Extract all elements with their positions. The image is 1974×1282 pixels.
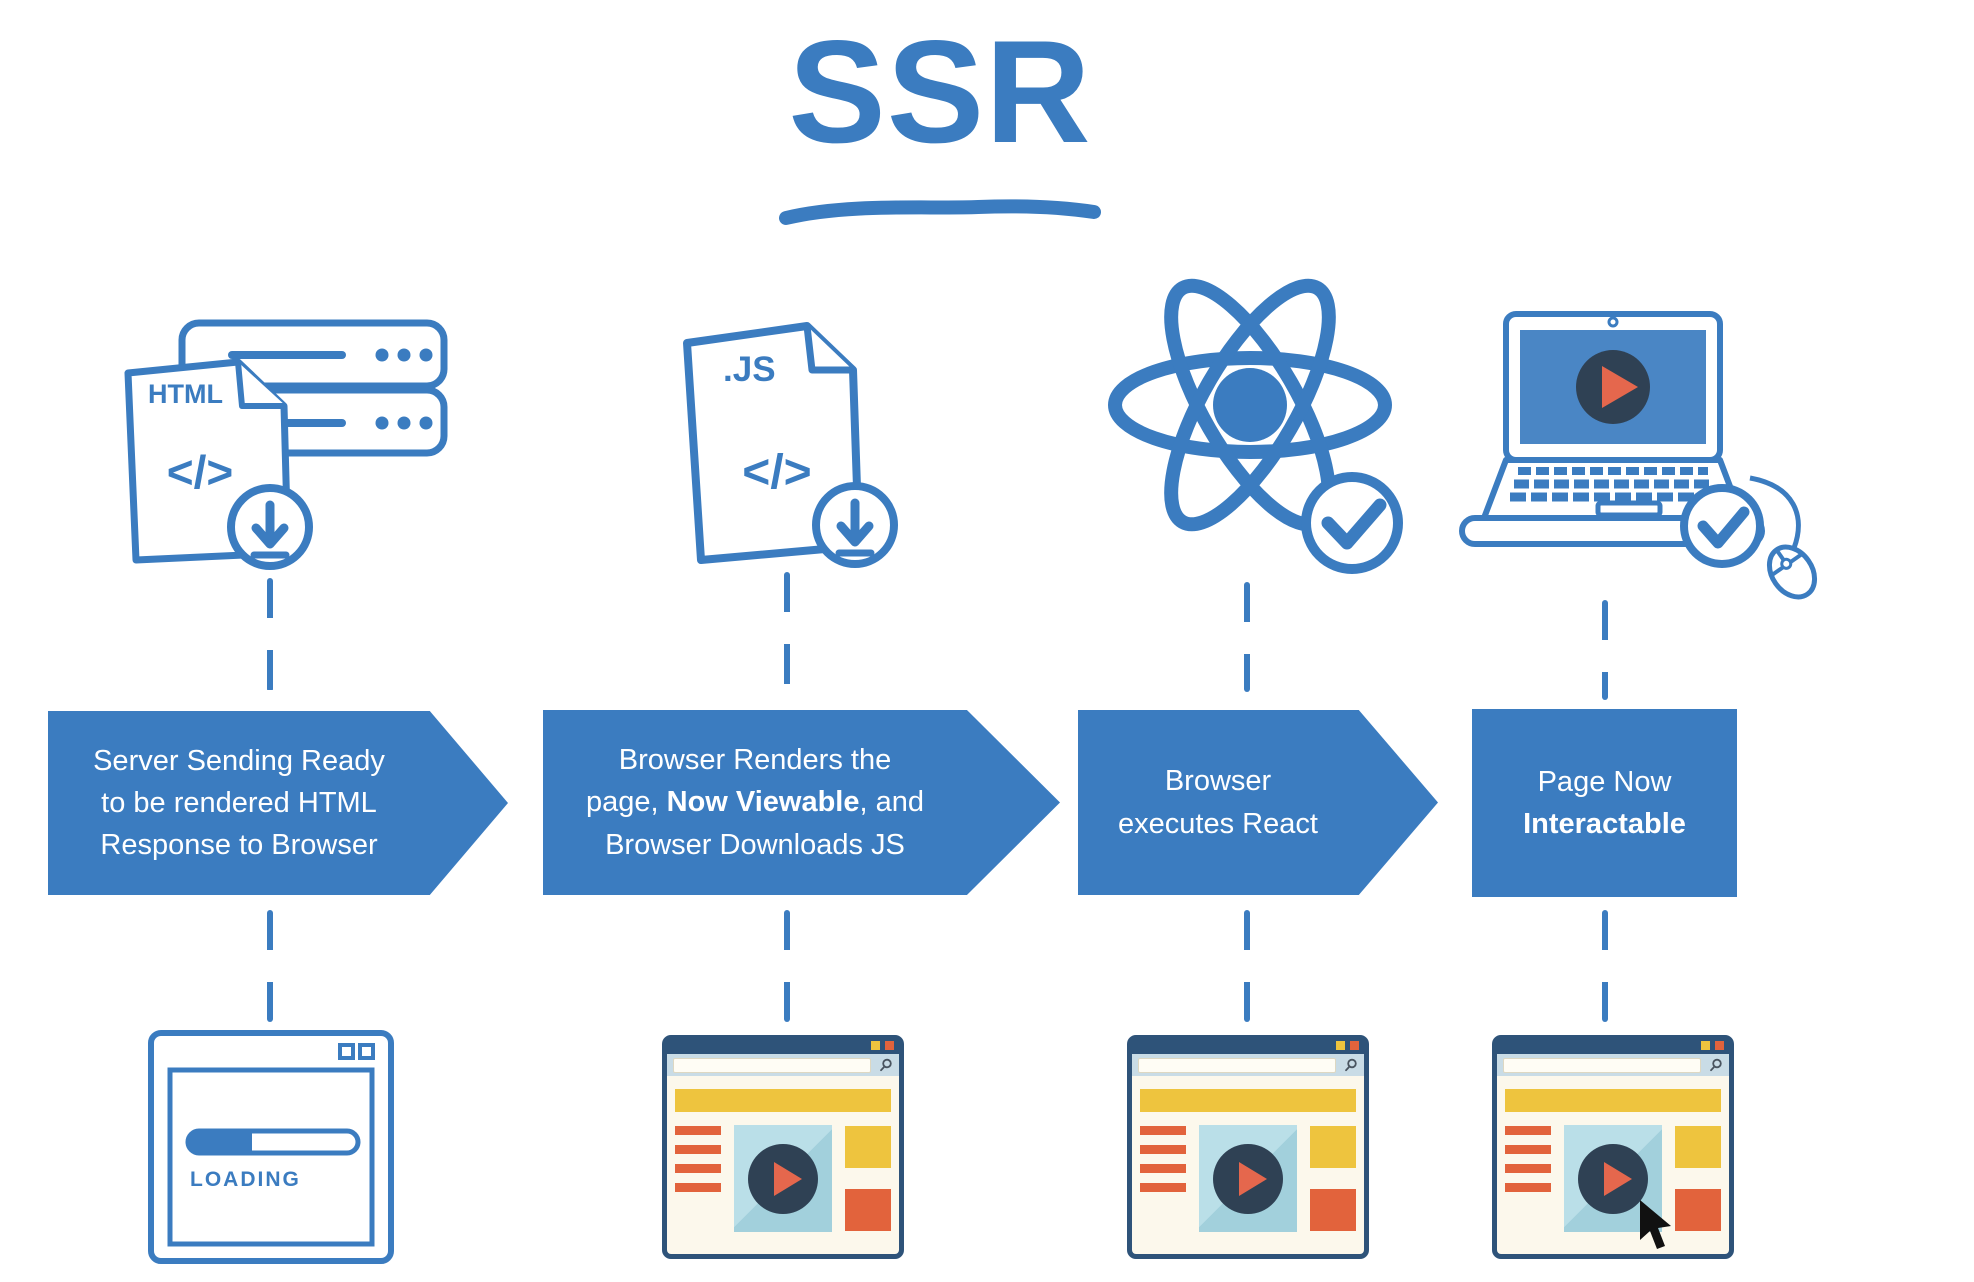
address-field (1138, 1058, 1336, 1073)
window-button-orange (885, 1041, 894, 1050)
mouse-cursor-icon (1640, 1200, 1671, 1249)
page-title: SSR (788, 10, 1092, 173)
video-player-block (734, 1125, 832, 1232)
js-file-icon: .JS </> (683, 322, 898, 568)
browser-addressbar (1132, 1054, 1364, 1076)
video-player-block (1199, 1125, 1297, 1232)
text-lines-block (1505, 1125, 1551, 1232)
laptop-icon (1459, 311, 1818, 600)
window-button-yellow (1701, 1041, 1710, 1050)
search-icon (1710, 1058, 1722, 1072)
connector-line (267, 910, 273, 1022)
progress-bar (185, 1128, 361, 1156)
browser-titlebar (667, 1040, 899, 1054)
sidebar-block-yellow (845, 1126, 891, 1168)
address-field (1503, 1058, 1701, 1073)
play-triangle-icon (1603, 1161, 1632, 1196)
play-button-icon (1213, 1143, 1283, 1214)
browser-rendered-icon (1127, 1035, 1369, 1259)
address-field (673, 1058, 871, 1073)
sidebar-blocks (845, 1125, 891, 1232)
browser-addressbar (1497, 1054, 1729, 1076)
page-content (1140, 1125, 1356, 1232)
code-glyph: </> (742, 446, 811, 499)
window-button-yellow (871, 1041, 880, 1050)
sidebar-blocks (1310, 1125, 1356, 1232)
browser-rendered-icon (662, 1035, 904, 1259)
browser-interactable-icon (1492, 1035, 1734, 1259)
connector-line (784, 572, 790, 690)
connector-line (784, 910, 790, 1022)
banner-block (1505, 1089, 1721, 1112)
browser-loading-icon: LOADING (148, 1030, 394, 1264)
connector-line (1244, 910, 1250, 1022)
text-lines-block (1140, 1125, 1186, 1232)
mouse-icon (1749, 475, 1818, 600)
title-underline (779, 199, 1101, 225)
window-button-yellow (1336, 1041, 1345, 1050)
play-triangle-icon (773, 1161, 802, 1196)
laptop-screen (1503, 311, 1723, 463)
sidebar-blocks (1675, 1125, 1721, 1232)
loading-label: LOADING (190, 1168, 301, 1191)
sidebar-block-yellow (1675, 1126, 1721, 1168)
connector-line (267, 578, 273, 692)
text-lines-block (675, 1125, 721, 1232)
banner-block (675, 1089, 891, 1112)
download-badge-icon (812, 482, 898, 568)
react-logo-icon (1108, 278, 1403, 574)
server-html-file-icon: HTML </> (124, 319, 448, 570)
play-button-icon (1576, 350, 1650, 424)
sidebar-block-orange (1310, 1189, 1356, 1231)
check-badge-icon (1680, 484, 1764, 568)
search-icon (880, 1058, 892, 1072)
page-content (1505, 1125, 1721, 1232)
html-file-label: HTML (148, 379, 223, 409)
search-icon (1345, 1058, 1357, 1072)
page-content (675, 1125, 891, 1232)
sidebar-block-orange (845, 1189, 891, 1231)
connector-line (1244, 582, 1250, 692)
window-button-orange (1715, 1041, 1724, 1050)
connector-line (1602, 600, 1608, 700)
sidebar-block-orange (1675, 1189, 1721, 1231)
connector-line (1602, 910, 1608, 1022)
browser-addressbar (667, 1054, 899, 1076)
sidebar-block-yellow (1310, 1126, 1356, 1168)
browser-titlebar (1497, 1040, 1729, 1054)
js-file-label: .JS (723, 350, 776, 389)
banner-block (1140, 1089, 1356, 1112)
download-badge-icon (227, 484, 313, 570)
play-button-icon (748, 1143, 818, 1214)
play-triangle-icon (1238, 1161, 1267, 1196)
code-glyph: </> (167, 446, 234, 498)
browser-titlebar (1132, 1040, 1364, 1054)
play-button-icon (1578, 1143, 1648, 1214)
check-badge-icon (1301, 472, 1403, 574)
window-button-orange (1350, 1041, 1359, 1050)
window-buttons-icon (338, 1043, 375, 1060)
